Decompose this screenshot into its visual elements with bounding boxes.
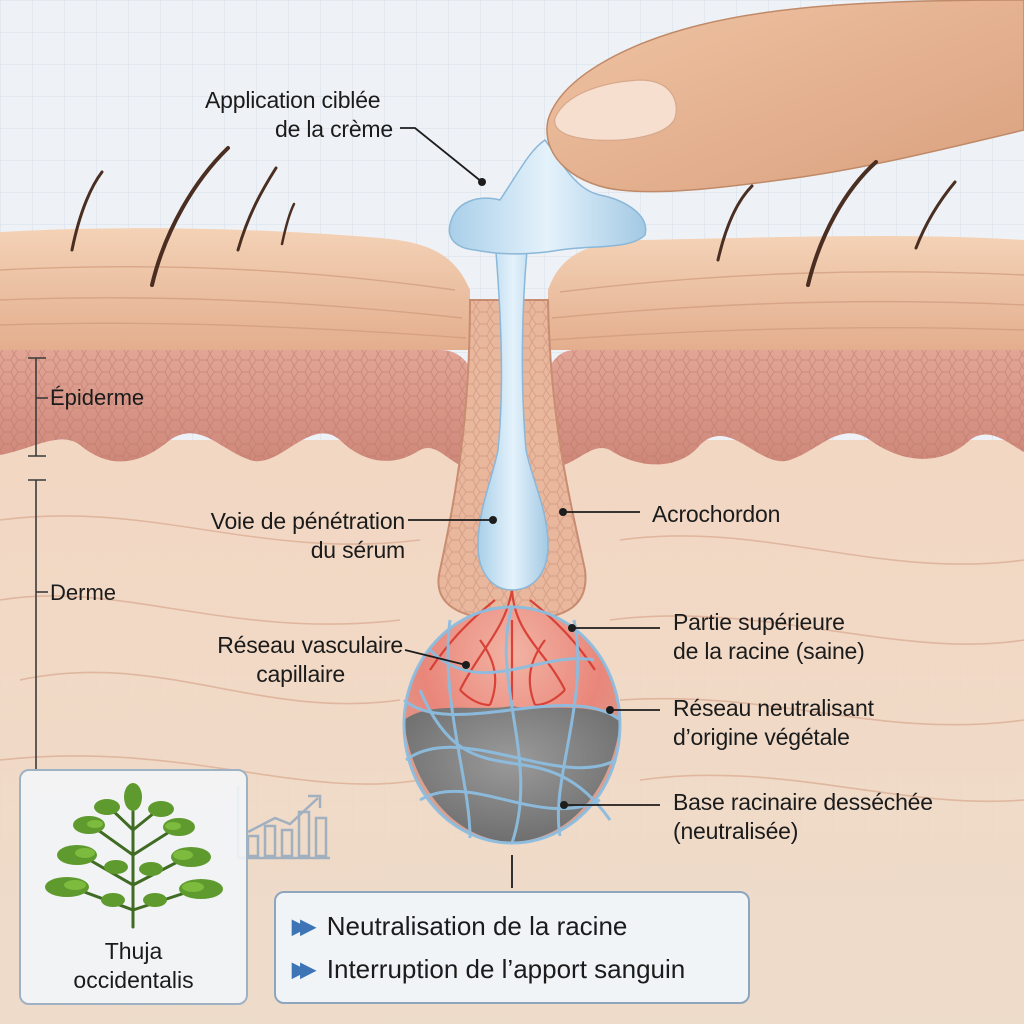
label-line: d’origine végétale <box>673 724 850 750</box>
double-arrow-icon: ▶▶ <box>292 916 316 938</box>
label-line: Application ciblée <box>205 87 381 113</box>
label-line: de la racine (saine) <box>673 638 865 664</box>
plant-name: Thuja occidentalis <box>21 937 246 995</box>
serum-path-label: Voie de pénétration du sérum <box>150 507 406 565</box>
effect-text: Neutralisation de la racine <box>326 911 628 941</box>
neutralising-net-label: Réseau neutralisant d’origine végétale <box>673 694 874 752</box>
label-line: Réseau neutralisant <box>673 695 874 721</box>
cream-application-label: Application ciblée de la crème <box>205 86 393 144</box>
effect-text: Interruption de l’apport sanguin <box>326 954 686 984</box>
finger <box>546 0 1024 193</box>
effects-panel: ▶▶ Neutralisation de la racine ▶▶ Interr… <box>274 891 750 1004</box>
epidermis-label: Épiderme <box>50 385 145 410</box>
dermis-label: Derme <box>50 580 117 605</box>
label-line: du sérum <box>310 537 405 563</box>
capillary-network-label: Réseau vasculaire capillaire <box>150 631 403 689</box>
effect-item: ▶▶ Neutralisation de la racine <box>292 911 627 942</box>
thuja-branch-icon <box>45 783 223 929</box>
plant-name-line: occidentalis <box>73 967 194 993</box>
acrochordon-label: Acrochordon <box>652 501 781 527</box>
double-arrow-icon: ▶▶ <box>292 959 316 981</box>
plant-net <box>402 605 622 845</box>
skin-surface <box>0 228 470 350</box>
capillary-network <box>429 589 596 707</box>
leader-lines <box>400 127 660 888</box>
cream-blob <box>448 138 647 255</box>
label-line: capillaire <box>256 661 345 687</box>
layer-brackets <box>28 357 48 770</box>
effect-item: ▶▶ Interruption de l’apport sanguin <box>292 954 685 985</box>
label-line: (neutralisée) <box>673 818 799 844</box>
dry-root-base-label: Base racinaire desséchée (neutralisée) <box>673 788 933 846</box>
label-line: Base racinaire desséchée <box>673 789 933 815</box>
serum-stream <box>477 239 549 591</box>
hairs <box>70 146 957 287</box>
plant-name-line: Thuja <box>104 938 163 964</box>
label-line: Partie supérieure <box>673 609 845 635</box>
upper-root-label: Partie supérieure de la racine (saine) <box>673 608 865 666</box>
label-line: Réseau vasculaire <box>217 632 403 658</box>
label-line: Voie de pénétration <box>210 508 406 534</box>
label-line: de la crème <box>275 116 393 142</box>
plant-panel: Thuja occidentalis <box>19 769 248 1005</box>
leader-dots <box>462 178 614 809</box>
